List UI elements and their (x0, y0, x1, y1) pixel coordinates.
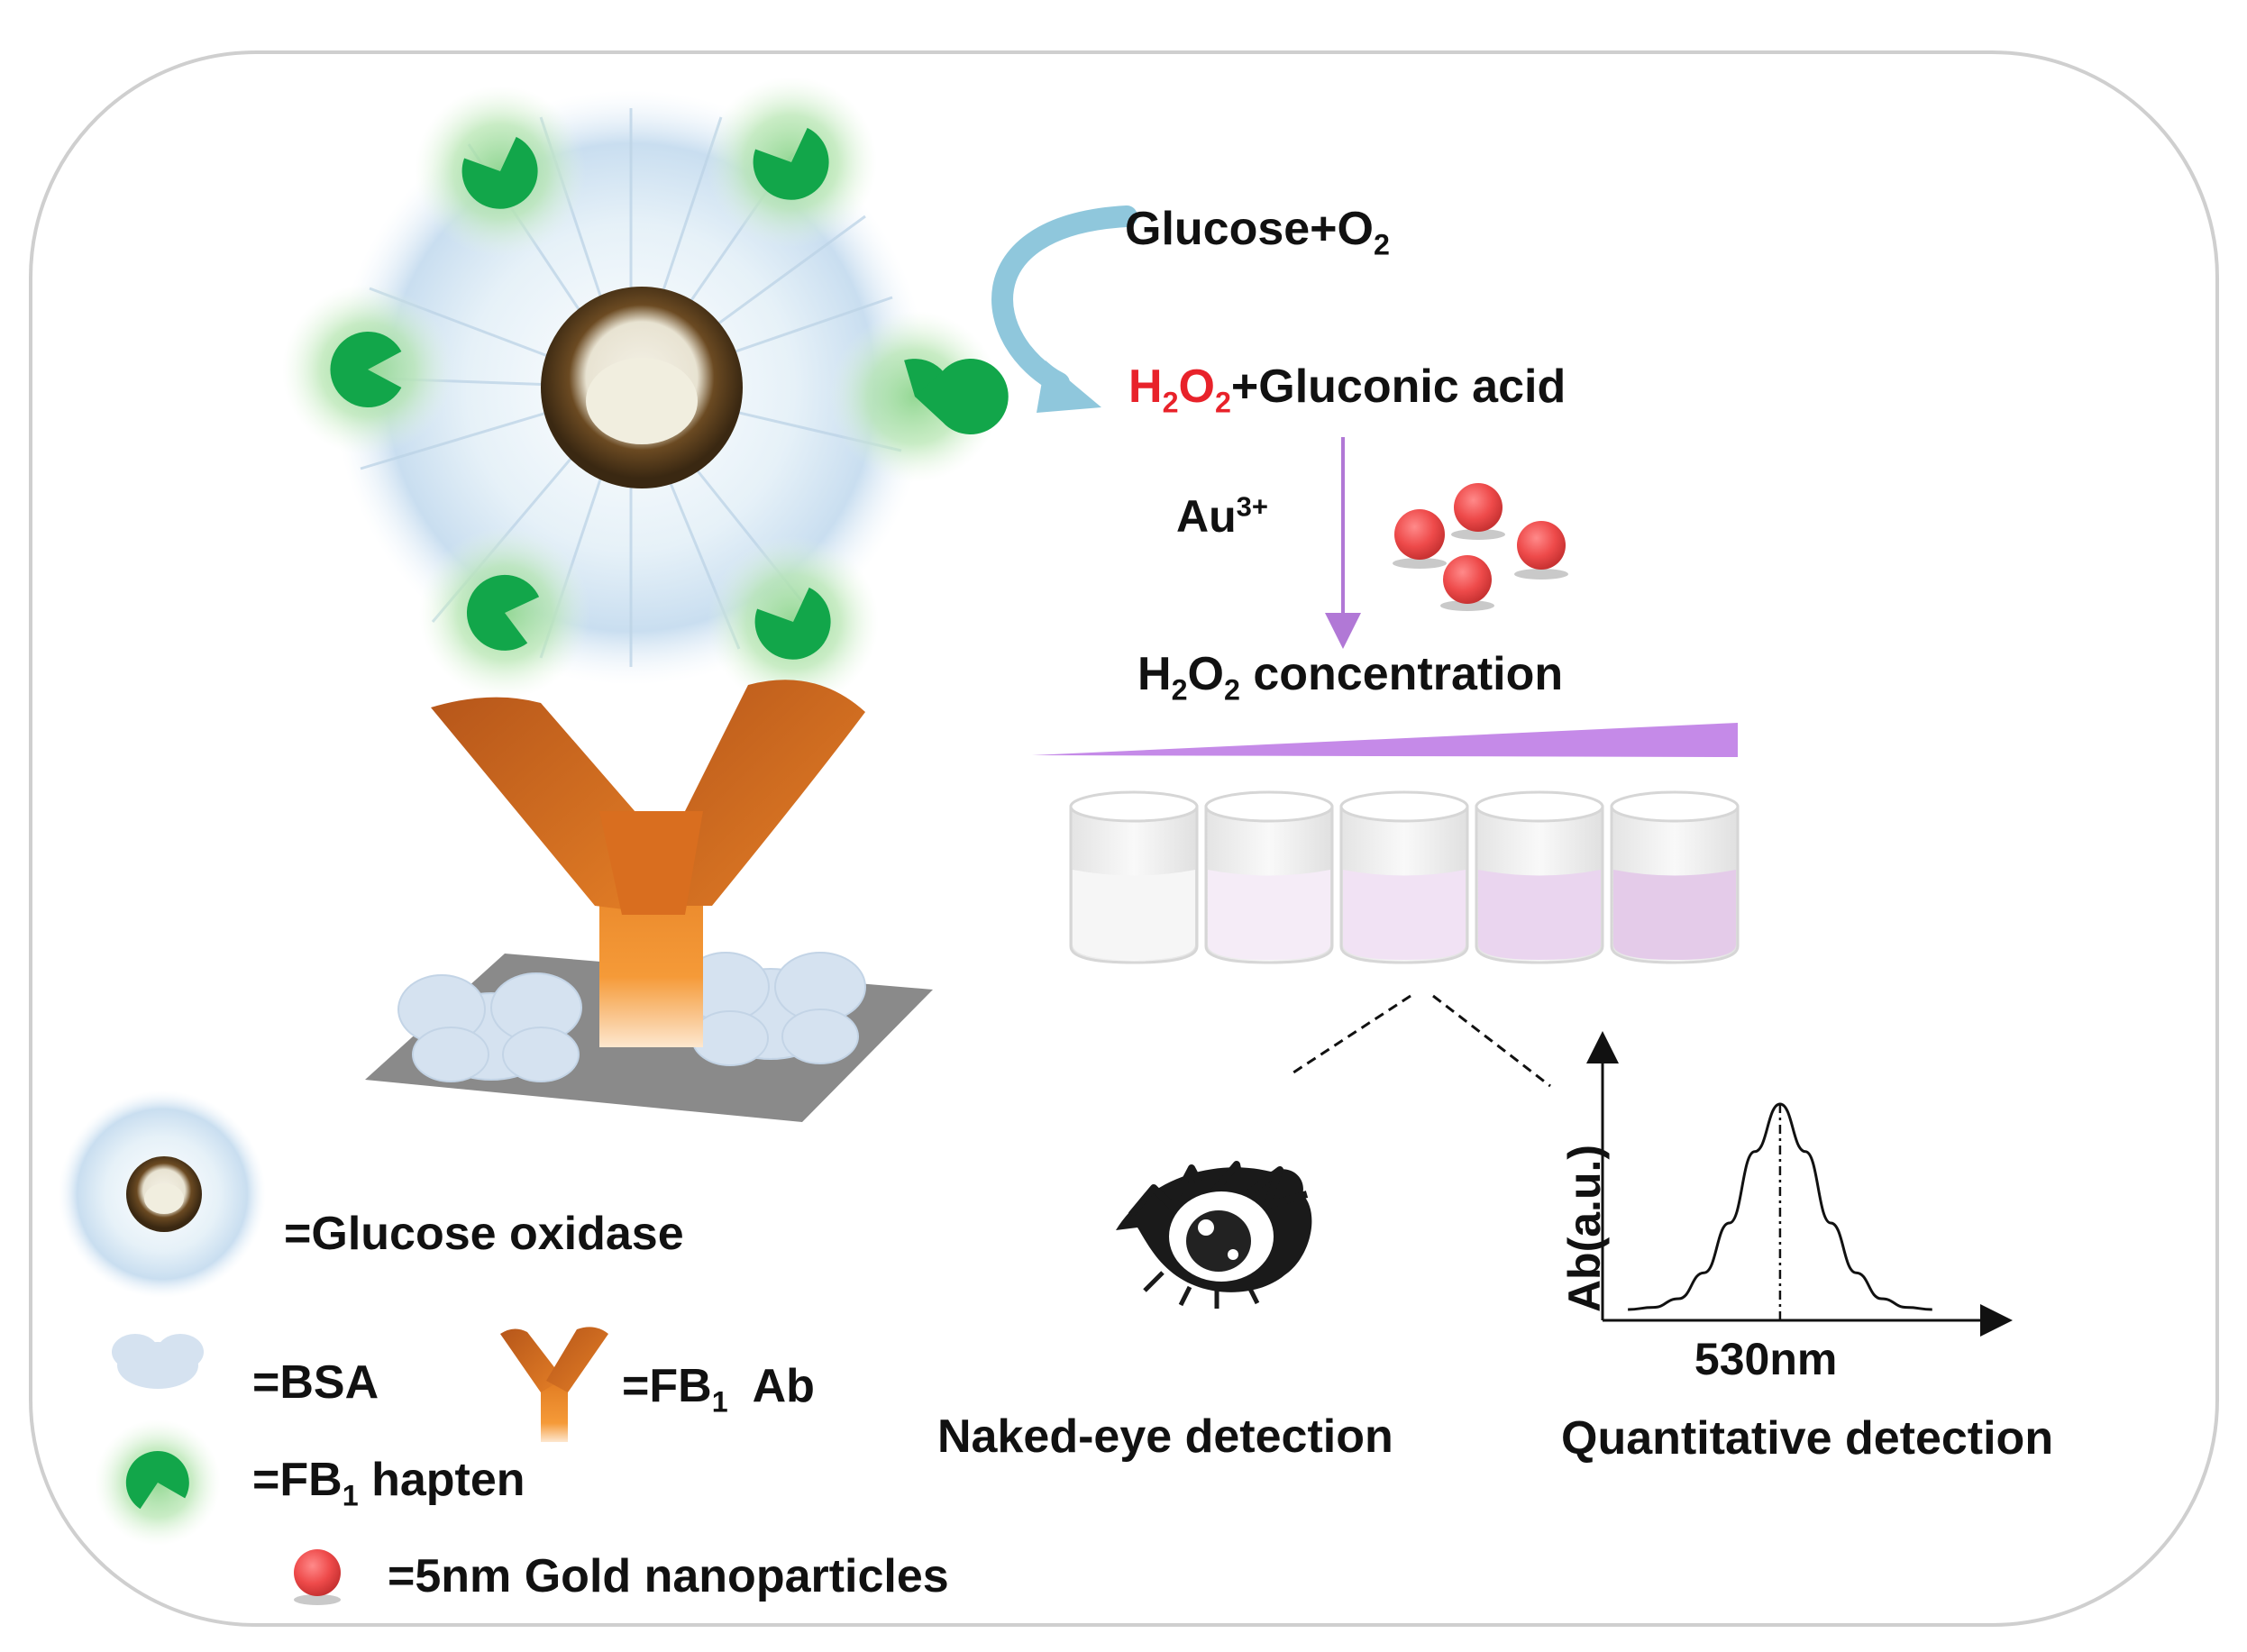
cloud-bsa-icon (397, 952, 866, 1082)
legend-hapten-icon (95, 1419, 221, 1546)
pacman-hapten-icon (282, 77, 1009, 707)
conc-o-subscript: 2 (1223, 673, 1240, 707)
cuvette (1475, 790, 1604, 964)
cuvette (1204, 790, 1334, 964)
fb-hapten-suffix: hapten (358, 1454, 525, 1506)
reactant-label: Glucose+O2 (1125, 203, 1390, 260)
fb-hapten-prefix: =FB (252, 1454, 343, 1506)
legend-antibody-icon (500, 1327, 608, 1442)
concentration-label: H2O2 concentration (1137, 648, 1564, 705)
conc-h-text: H (1137, 648, 1172, 700)
legend-gold-label: =5nm Gold nanoparticles (388, 1550, 949, 1602)
fb-hapten-subscript: 1 (342, 1479, 359, 1512)
legend-bsa-icon (112, 1334, 204, 1389)
cuvette (1069, 790, 1199, 964)
gold-nanoparticle-icon (1393, 483, 1568, 611)
catalyst-label: Au3+ (1176, 491, 1268, 542)
quantitative-label: Quantitative detection (1561, 1412, 2054, 1465)
reactant-subscript: 2 (1374, 228, 1390, 261)
h2o2-text: H2O2 (1128, 361, 1231, 417)
concentration-wedge (1032, 723, 1738, 757)
h-subscript: 2 (1162, 386, 1179, 419)
legend-gold-icon (294, 1549, 341, 1605)
fb-ab-prefix: =FB (622, 1360, 712, 1412)
o-subscript: 2 (1214, 386, 1231, 419)
gluconic-acid-text: +Gluconic acid (1230, 361, 1567, 413)
legend-fb-hapten-label: =FB1 hapten (252, 1454, 525, 1511)
naked-eye-label: Naked-eye detection (937, 1410, 1393, 1463)
curved-blue-arrow (991, 205, 1137, 394)
concentration-text: concentration (1239, 648, 1564, 700)
y-antibody-icon (431, 680, 865, 1047)
cuvette (1610, 790, 1740, 964)
chart-xlabel: 530nm (1694, 1334, 1838, 1384)
dashed-link-right (1432, 994, 1551, 1088)
catalyst-superscript: 3+ (1236, 490, 1269, 523)
legend-glucose-oxidase-label: =Glucose oxidase (284, 1208, 684, 1260)
blue-arrowhead (1037, 361, 1101, 413)
conc-o-text: O (1187, 648, 1224, 700)
fb-ab-suffix: Ab (727, 1360, 815, 1412)
legend-bsa-label: =BSA (252, 1356, 379, 1409)
eye-icon (1116, 1161, 1312, 1309)
cuvette-row (1069, 790, 1740, 964)
dashed-link-left (1292, 994, 1411, 1074)
legend-fb-ab-label: =FB1 Ab (622, 1360, 815, 1417)
legend-glucose-oxidase-icon (59, 1091, 266, 1298)
chart-ylabel: Ab(a.u.) (1559, 1144, 1610, 1313)
cuvette (1339, 790, 1469, 964)
spectrum-chart (1586, 1031, 2013, 1337)
fb-ab-subscript: 1 (711, 1385, 728, 1419)
conc-h-subscript: 2 (1171, 673, 1188, 707)
product-label: H2O2+Gluconic acid (1128, 361, 1567, 417)
o-text: O (1178, 361, 1215, 413)
catalyst-text: Au (1176, 491, 1237, 542)
reactant-text: Glucose+O (1125, 203, 1374, 255)
legend-icons (59, 1091, 608, 1605)
h-text: H (1128, 361, 1163, 413)
